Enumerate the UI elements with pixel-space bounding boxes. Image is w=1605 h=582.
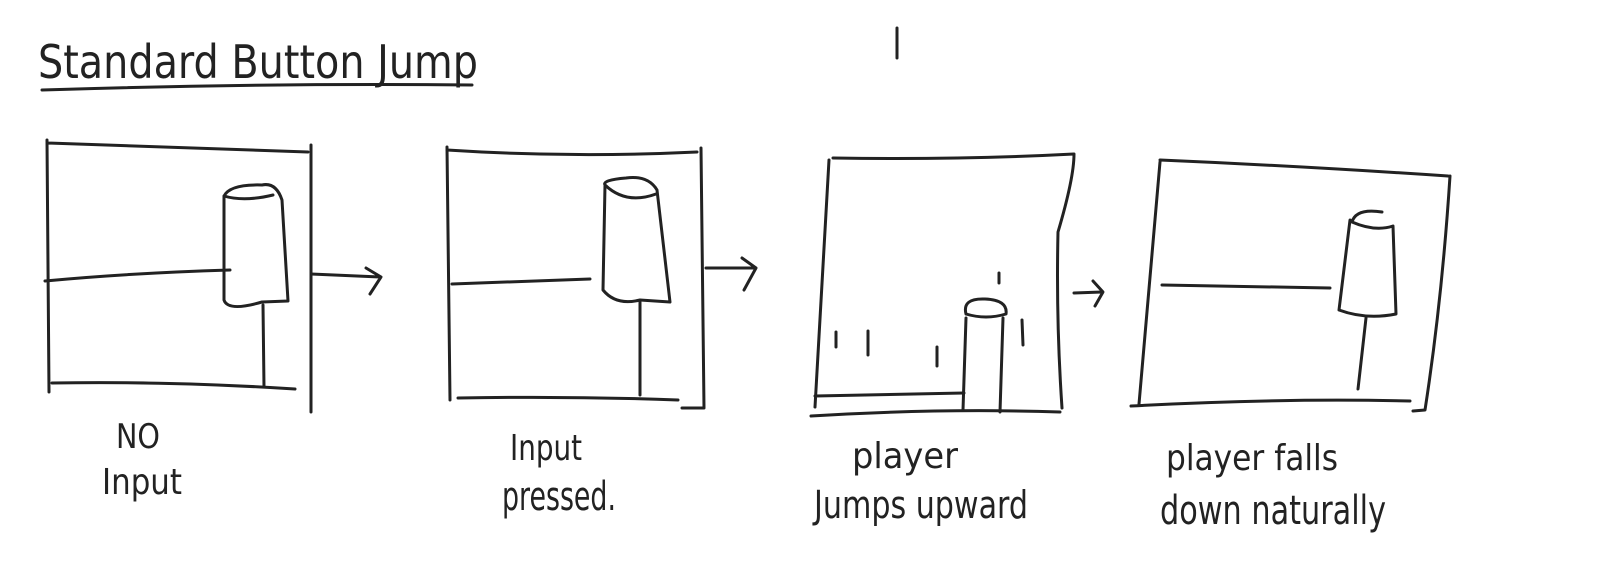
panel-3-player-jumps xyxy=(809,152,1076,418)
panel-2-input-pressed xyxy=(445,145,706,410)
player-leg xyxy=(1356,316,1368,391)
caption-panel-1: NO Input xyxy=(102,417,182,503)
caption-line-1: player falls xyxy=(1166,438,1338,479)
panel-frame xyxy=(45,138,313,414)
player-body xyxy=(1337,209,1398,318)
motion-lines xyxy=(834,271,1025,368)
player-body xyxy=(961,297,1008,414)
player-leg xyxy=(261,303,266,389)
caption-line-2: Jumps upward xyxy=(812,483,1028,527)
arrow-3 xyxy=(1072,279,1105,308)
title-underline xyxy=(40,83,474,92)
player-body xyxy=(222,183,290,308)
caption-line-2: Input xyxy=(102,462,182,503)
arrow-2 xyxy=(704,256,758,292)
caption-line-1: NO xyxy=(116,417,160,457)
caption-panel-2: Input pressed. xyxy=(502,428,616,520)
arrow-1 xyxy=(309,266,383,296)
caption-panel-4: player falls down naturally xyxy=(1160,438,1386,534)
caption-panel-3: player Jumps upward xyxy=(812,436,1028,527)
diagram-title: Standard Button Jump xyxy=(38,35,478,89)
ground-line xyxy=(450,277,592,286)
ground-line xyxy=(43,268,232,283)
caption-line-2: down naturally xyxy=(1160,488,1386,534)
panel-frame xyxy=(809,152,1076,418)
panel-4-player-falls xyxy=(1129,158,1452,413)
panel-frame xyxy=(1129,158,1452,413)
panel-1-no-input xyxy=(43,138,313,414)
panel-frame xyxy=(445,145,706,410)
caption-line-1: player xyxy=(852,436,958,477)
ground-line xyxy=(1160,283,1332,290)
player-body xyxy=(601,176,672,304)
caption-line-2: pressed. xyxy=(502,474,616,520)
caption-line-1: Input xyxy=(510,428,582,469)
